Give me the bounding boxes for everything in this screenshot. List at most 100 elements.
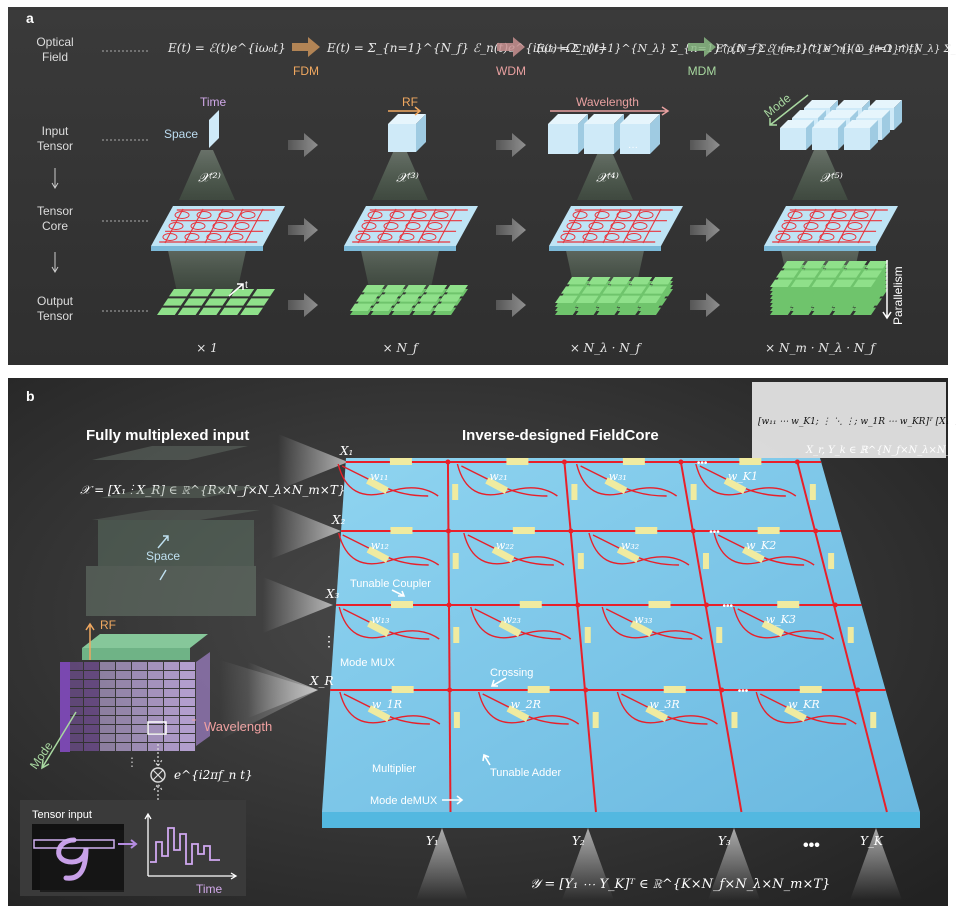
output-tensor-2-cell: [403, 285, 427, 293]
b-dim-label-time: Time: [196, 882, 223, 896]
tunable-coupler-heater: [390, 527, 413, 534]
output-tensor-4-cell: [832, 279, 856, 287]
tensor-input-label: Tensor input: [32, 809, 92, 821]
input-grid-cell: [132, 689, 147, 697]
input-grid-cell: [116, 698, 131, 706]
highlight-cell: [147, 721, 167, 735]
input-tensor-grid: [60, 652, 210, 752]
output-tensor-1-cell: [231, 289, 255, 297]
tensor-core-4-wg-col: [817, 208, 837, 244]
weight-label: w_K3: [766, 613, 796, 626]
multiplier-arm: [478, 691, 580, 725]
ellipsis-wdm: ···: [628, 142, 638, 153]
row-label-input-tensor-2: Tensor: [37, 139, 73, 153]
input-grid-cell: [116, 716, 131, 724]
weight-label: w₁₂: [371, 539, 389, 552]
weight-label: w_K1: [728, 470, 758, 483]
output-tensor-4-cell: [796, 270, 820, 278]
tensor-core-2-wg-col: [437, 208, 457, 244]
output-tensor-2-cell: [418, 294, 442, 302]
output-tensor-3-cell: [644, 286, 667, 294]
tunable-adder-heater: [571, 484, 578, 500]
output-tensor-1-cell: [183, 298, 207, 306]
output-tensor-4-cell: [853, 279, 876, 287]
tensor-core-2-wg-col: [397, 208, 417, 244]
factor-nm-nl-nf: × N_m · N_λ · N_f: [765, 341, 877, 355]
multiplier-heater: [506, 705, 530, 722]
equation-fdm-field: E(t) = Σ_{n=1}^{N_f} ℰ_n(t)e^{i(ω₀+Ω_n)t…: [326, 41, 607, 55]
input-label-x2: X₂: [331, 513, 346, 527]
input-grid-cell: [100, 734, 115, 742]
multiplier-arm: [337, 463, 439, 497]
input-grid-cell: [132, 743, 147, 751]
tensor-core-4-ring: [825, 222, 841, 230]
output-tensor-3-cell: [623, 286, 647, 294]
tensor-core-3-ring: [632, 222, 648, 230]
output-tensor-1-cell: [252, 289, 275, 297]
weight-label: w₂₂: [496, 539, 514, 552]
input-grid-cell: [68, 662, 83, 670]
multiplier-heater: [723, 477, 747, 494]
input-grid-cell: [68, 734, 83, 742]
panel-a-label: a: [26, 10, 34, 26]
output-tensor-1-cell: [198, 307, 222, 315]
multiplier-arm: [616, 691, 718, 725]
output-tensor-4-cell: [811, 279, 835, 287]
output-beam-1: [416, 828, 468, 900]
tensor-core-3-ring: [572, 211, 588, 219]
input-beams: [220, 434, 348, 740]
input-grid-cell: [132, 680, 147, 688]
input-tensor-slice: [209, 110, 219, 148]
dim-label-wavelength: Wavelength: [576, 95, 639, 109]
row-label-optical-field-2: Field: [42, 50, 68, 64]
input-grid-cell: [100, 689, 115, 697]
tensor-core-2-plate: [344, 206, 478, 246]
output-tensor-1-cell: [169, 289, 192, 297]
digit-nine: [56, 837, 89, 881]
input-grid-cell: [148, 716, 163, 724]
output-tensor-1-cell: [177, 307, 201, 315]
beam-upper: [372, 150, 428, 200]
input-grid-cell: [84, 680, 99, 688]
input-label-x3: X₃: [325, 587, 340, 601]
weight-label: w₁₁: [370, 470, 388, 483]
tensor-core-4-ring: [787, 211, 803, 219]
output-waveguide-3: [679, 461, 743, 813]
input-beam-1: [278, 434, 348, 490]
svg-text:⋮: ⋮: [322, 633, 336, 649]
input-grid-cell: [180, 716, 195, 724]
tensor-core-3-wg-col: [562, 208, 582, 244]
tensor-core-2-wg-col: [357, 208, 377, 244]
output-waveguide-2: [563, 461, 597, 813]
tensor-core-4-ring: [775, 233, 791, 241]
annotation-crossing: Crossing: [490, 667, 533, 679]
output-tensor-2-cell: [370, 303, 394, 311]
output-tensor-3-cell: [602, 286, 626, 294]
annotation-tunable-adder: Tunable Adder: [490, 767, 561, 779]
matrix-equation-box: [752, 382, 946, 458]
input-grid-cell: [100, 707, 115, 715]
input-grid-cell: [148, 662, 163, 670]
input-grid-cell: [132, 671, 147, 679]
input-grid-cell: [132, 716, 147, 724]
dim-label-t: t: [245, 280, 248, 291]
weight-label: w_1R: [372, 698, 402, 711]
input-grid-cell: [132, 662, 147, 670]
tunable-coupler-heater: [799, 686, 822, 693]
input-beam-main: [220, 660, 318, 740]
input-grid-cell: [164, 662, 179, 670]
tensor-core-4-wg-col: [797, 208, 817, 244]
multiplier-heater: [604, 477, 628, 494]
output-waveguide-1: [446, 461, 452, 813]
tensor-core-4-wg-col: [777, 208, 797, 244]
tunable-coupler-heater: [648, 601, 671, 608]
output-tensor-2-cell: [382, 285, 406, 293]
input-label-xr: X_R: [309, 674, 334, 688]
input-grid-cell: [148, 725, 163, 733]
tensor-core-1-plate: [151, 206, 285, 246]
tunable-adder-heater: [847, 627, 854, 643]
multiplier-heater: [485, 477, 508, 494]
tensor-core-1-ring: [168, 222, 184, 230]
matrix-equation: [w₁₁ ⋯ w_K1; ⋮ ⋱ ⋮; w_1R ⋯ w_KR]ᵀ [X₁ ⋮ …: [758, 417, 956, 427]
